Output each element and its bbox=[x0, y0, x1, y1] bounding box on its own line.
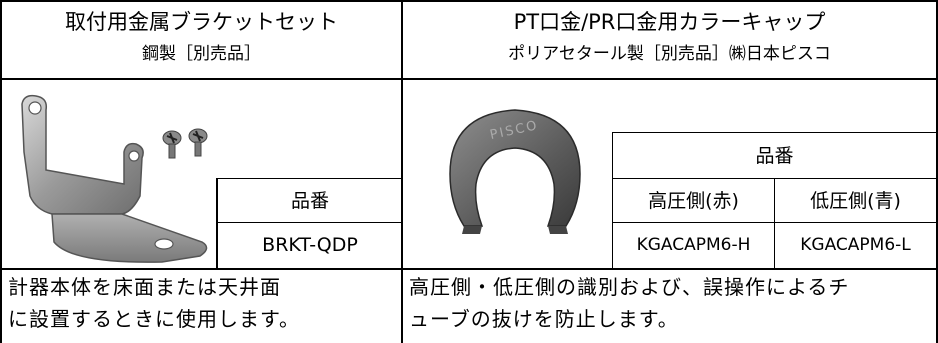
header-divider bbox=[0, 78, 938, 80]
bracket-image bbox=[21, 94, 208, 263]
cap-table-col-line bbox=[774, 178, 775, 269]
bracket-subtitle: 鋼製［別売品］ bbox=[142, 44, 261, 64]
cap-table-header: 品番 bbox=[755, 145, 794, 167]
cap-description-line2: ューブの抜けを防止します。 bbox=[409, 307, 679, 331]
description-divider bbox=[0, 268, 938, 270]
bracket-table-header: 品番 bbox=[290, 190, 329, 212]
bracket-description-line1: 計器本体を床面または天井面 bbox=[8, 275, 281, 299]
left-border bbox=[0, 0, 2, 343]
right-border bbox=[936, 0, 938, 343]
top-border bbox=[0, 0, 938, 2]
bracket-description-line2: に設置するときに使用します。 bbox=[8, 307, 300, 331]
middle-divider bbox=[401, 0, 403, 343]
cap-subtitle: ポリアセタール製［別売品］㈱日本ピスコ bbox=[508, 44, 831, 64]
bracket-table-top bbox=[216, 178, 402, 179]
cap-table-left bbox=[612, 132, 613, 269]
cap-high-part: KGACAPM6-H bbox=[636, 235, 751, 255]
bracket-table-left bbox=[216, 178, 218, 268]
cap-table-top bbox=[612, 132, 937, 133]
cap-low-part: KGACAPM6-L bbox=[800, 235, 911, 255]
bracket-title: 取付用金属ブラケットセット bbox=[65, 10, 338, 34]
cap-low-label: 低圧側(青) bbox=[810, 190, 901, 212]
color-cap-image: PISCO bbox=[449, 109, 581, 234]
cap-description-line1: 高圧側・低圧側の識別および、誤操作によるチ bbox=[409, 275, 850, 299]
bracket-part-number: BRKT-QDP bbox=[262, 234, 358, 256]
cap-high-label: 高圧側(赤) bbox=[648, 190, 739, 212]
cap-title: PT口金/PR口金用カラーキャップ bbox=[513, 10, 826, 34]
bracket-table-mid bbox=[216, 222, 402, 223]
